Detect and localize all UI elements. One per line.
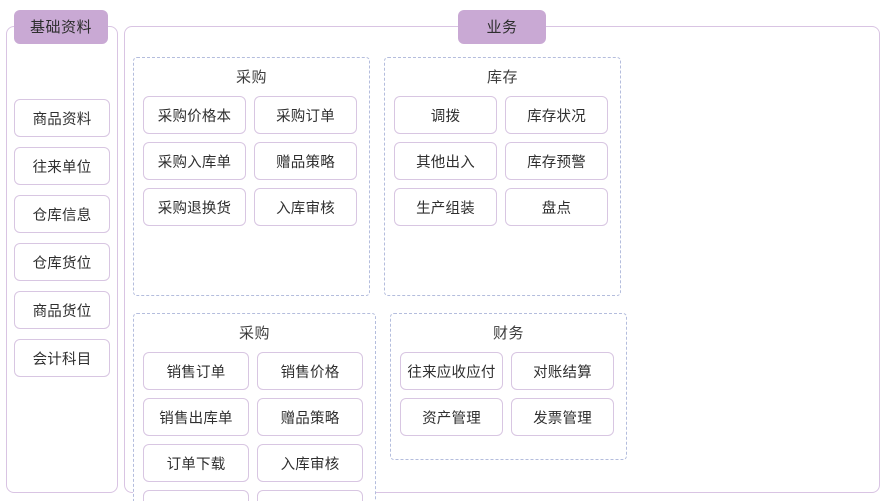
menu-button[interactable]: 对账结算 <box>511 352 614 390</box>
sidebar-item-2[interactable]: 往来单位 <box>14 147 110 185</box>
group-button-grid: 销售订单销售价格销售出库单赠品策略订单下载入库审核销售退换货审核策略 <box>143 352 366 501</box>
group-title: 采购 <box>238 325 270 342</box>
menu-button[interactable]: 采购订单 <box>254 96 357 134</box>
business-group: 采购销售订单销售价格销售出库单赠品策略订单下载入库审核销售退换货审核策略 <box>133 313 376 501</box>
business-group: 库存调拨库存状况其他出入库存预警生产组装盘点 <box>384 57 621 296</box>
sidebar-item-5[interactable]: 商品货位 <box>14 291 110 329</box>
group-button-grid: 调拨库存状况其他出入库存预警生产组装盘点 <box>394 96 611 226</box>
menu-button[interactable]: 生产组装 <box>394 188 497 226</box>
sidebar-item-1[interactable]: 商品资料 <box>14 99 110 137</box>
business-group: 采购采购价格本采购订单采购入库单赠品策略采购退换货入库审核 <box>133 57 370 296</box>
group-title: 采购 <box>235 69 267 86</box>
sidebar-item-4[interactable]: 仓库货位 <box>14 243 110 281</box>
group-title: 库存 <box>486 69 518 86</box>
menu-button[interactable]: 盘点 <box>505 188 608 226</box>
menu-button[interactable]: 往来应收应付 <box>400 352 503 390</box>
menu-button[interactable]: 入库审核 <box>254 188 357 226</box>
menu-button[interactable]: 采购退换货 <box>143 188 246 226</box>
menu-button[interactable]: 审核策略 <box>257 490 363 501</box>
business-group: 财务往来应收应付对账结算资产管理发票管理 <box>390 313 627 460</box>
sidebar-item-6[interactable]: 会计科目 <box>14 339 110 377</box>
menu-button[interactable]: 销售出库单 <box>143 398 249 436</box>
menu-button[interactable]: 入库审核 <box>257 444 363 482</box>
menu-button[interactable]: 订单下载 <box>143 444 249 482</box>
basic-data-button-list: 商品资料往来单位仓库信息仓库货位商品货位会计科目 <box>14 99 110 377</box>
group-button-grid: 采购价格本采购订单采购入库单赠品策略采购退换货入库审核 <box>143 96 360 226</box>
group-button-grid: 往来应收应付对账结算资产管理发票管理 <box>400 352 617 436</box>
menu-button[interactable]: 赠品策略 <box>257 398 363 436</box>
menu-button[interactable]: 销售价格 <box>257 352 363 390</box>
menu-button[interactable]: 调拨 <box>394 96 497 134</box>
sidebar-item-3[interactable]: 仓库信息 <box>14 195 110 233</box>
menu-button[interactable]: 库存状况 <box>505 96 608 134</box>
menu-button[interactable]: 采购价格本 <box>143 96 246 134</box>
menu-button[interactable]: 库存预警 <box>505 142 608 180</box>
menu-button[interactable]: 赠品策略 <box>254 142 357 180</box>
menu-button[interactable]: 资产管理 <box>400 398 503 436</box>
menu-button[interactable]: 采购入库单 <box>143 142 246 180</box>
group-title: 财务 <box>492 325 524 342</box>
menu-button[interactable]: 发票管理 <box>511 398 614 436</box>
business-group-grid: 采购采购价格本采购订单采购入库单赠品策略采购退换货入库审核库存调拨库存状况其他出… <box>133 57 872 501</box>
basic-data-title-badge: 基础资料 <box>14 10 108 44</box>
business-title-badge: 业务 <box>458 10 546 44</box>
menu-button[interactable]: 其他出入 <box>394 142 497 180</box>
menu-button[interactable]: 销售退换货 <box>143 490 249 501</box>
menu-button[interactable]: 销售订单 <box>143 352 249 390</box>
